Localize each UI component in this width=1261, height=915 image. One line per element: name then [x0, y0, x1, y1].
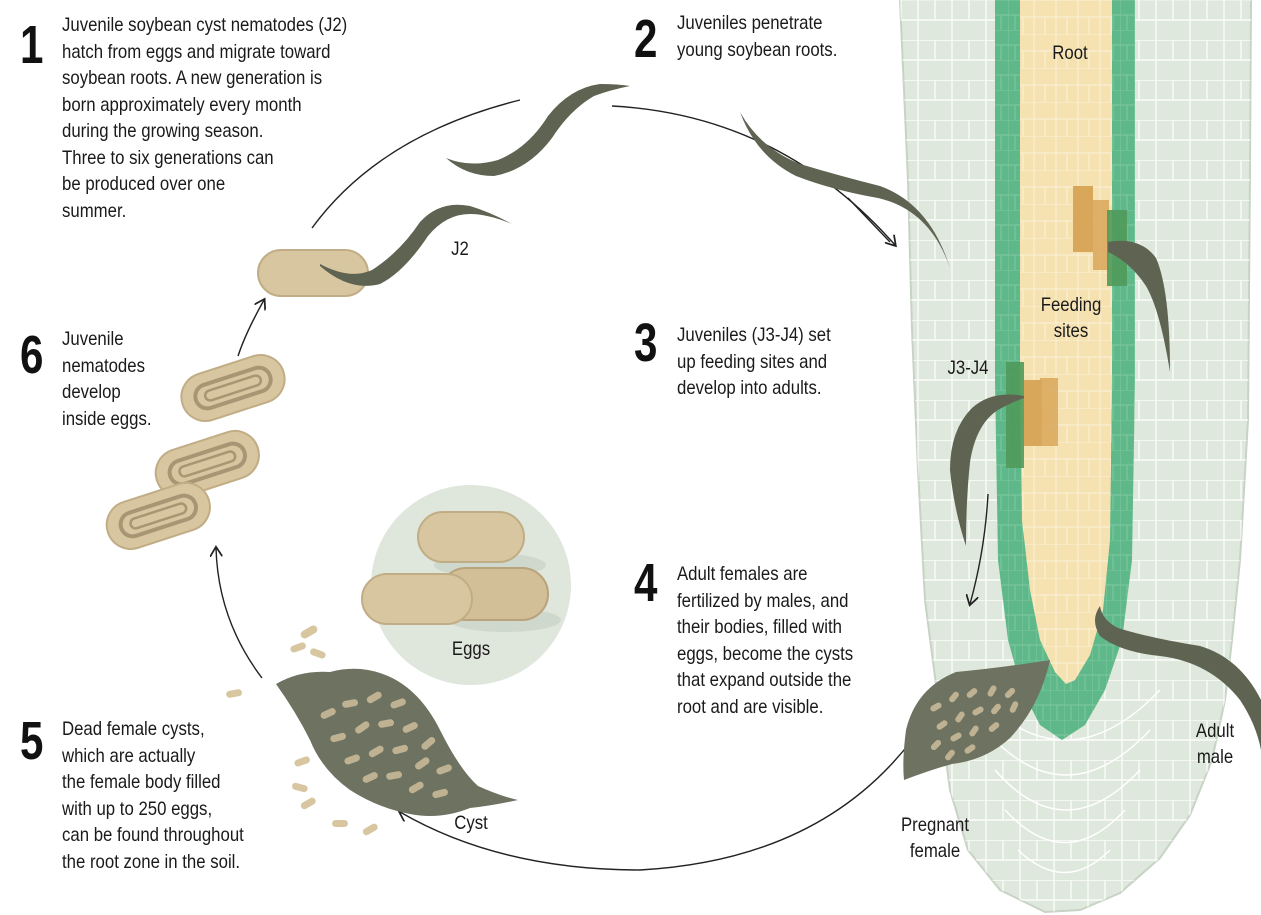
step-4-number: 4 — [634, 556, 656, 610]
hatching-egg — [258, 250, 368, 296]
step-6-line: Juvenile — [62, 326, 152, 353]
label-root: Root — [1036, 40, 1105, 66]
step-2-text: Juveniles penetrate young soybean roots. — [677, 10, 837, 63]
label-feeding-sites: Feeding sites — [1032, 292, 1109, 344]
step-2-line: young soybean roots. — [677, 37, 837, 64]
step-1-line: born approximately every month — [62, 92, 347, 119]
step-1-line: soybean roots. A new generation is — [62, 65, 347, 92]
step-5-line: can be found throughout — [62, 822, 244, 849]
step-1-line: be produced over one — [62, 171, 347, 198]
label-adult-male-line: male — [1185, 744, 1245, 770]
label-eggs: Eggs — [441, 636, 501, 662]
arrow-eggs-up — [238, 300, 264, 356]
step-4-line: root and are visible. — [677, 694, 853, 721]
step-3-text: Juveniles (J3-J4) set up feeding sites a… — [677, 322, 831, 402]
step-4-line: their bodies, filled with — [677, 614, 853, 641]
step-4-line: eggs, become the cysts — [677, 641, 853, 668]
step-2-line: Juveniles penetrate — [677, 10, 837, 37]
label-adult-male-line: Adult — [1185, 718, 1245, 744]
step-1-line: summer. — [62, 198, 347, 225]
step-1-line: hatch from eggs and migrate toward — [62, 39, 347, 66]
step-1-line: Three to six generations can — [62, 145, 347, 172]
label-feeding-sites-line: sites — [1032, 318, 1109, 344]
label-pregnant-female-line: female — [888, 838, 983, 864]
label-cyst: Cyst — [441, 810, 501, 836]
step-2-number: 2 — [634, 12, 656, 66]
step-5-line: Dead female cysts, — [62, 716, 244, 743]
label-j2: J2 — [443, 236, 477, 262]
step-6-text: Juvenile nematodes develop inside eggs. — [62, 326, 152, 432]
step-1-number: 1 — [20, 18, 42, 72]
step-4-text: Adult females are fertilized by males, a… — [677, 561, 853, 720]
step-3-number: 3 — [634, 316, 656, 370]
step-5-number: 5 — [20, 714, 42, 768]
j2-juvenile — [320, 205, 512, 286]
label-j3-j4: J3-J4 — [934, 355, 1003, 381]
step-4-line: that expand outside the — [677, 667, 853, 694]
step-1-line: during the growing season. — [62, 118, 347, 145]
step-5-line: the female body filled — [62, 769, 244, 796]
step-4-line: Adult females are — [677, 561, 853, 588]
step-6-line: nematodes — [62, 353, 152, 380]
step-3-line: Juveniles (J3-J4) set — [677, 322, 831, 349]
arrow-cyst-to-eggs — [216, 548, 262, 678]
label-pregnant-female-line: Pregnant — [888, 812, 983, 838]
step-6-line: develop — [62, 379, 152, 406]
label-feeding-sites-line: Feeding — [1032, 292, 1109, 318]
step-5-line: with up to 250 eggs, — [62, 796, 244, 823]
arrow-to-root — [612, 106, 895, 245]
step-6-number: 6 — [20, 328, 42, 382]
root-illustration — [890, 0, 1260, 915]
label-pregnant-female: Pregnant female — [888, 812, 983, 864]
step-1-text: Juvenile soybean cyst nematodes (J2) hat… — [62, 12, 347, 224]
arrow-entry — [848, 198, 890, 242]
step-1-line: Juvenile soybean cyst nematodes (J2) — [62, 12, 347, 39]
step-5-line: which are actually — [62, 743, 244, 770]
step-3-line: up feeding sites and — [677, 349, 831, 376]
migrating-juvenile — [446, 84, 630, 176]
step-6-line: inside eggs. — [62, 406, 152, 433]
step-4-line: fertilized by males, and — [677, 588, 853, 615]
step-5-text: Dead female cysts, which are actually th… — [62, 716, 244, 875]
label-adult-male: Adult male — [1185, 718, 1245, 770]
step-5-line: the root zone in the soil. — [62, 849, 244, 876]
step-3-line: develop into adults. — [677, 375, 831, 402]
